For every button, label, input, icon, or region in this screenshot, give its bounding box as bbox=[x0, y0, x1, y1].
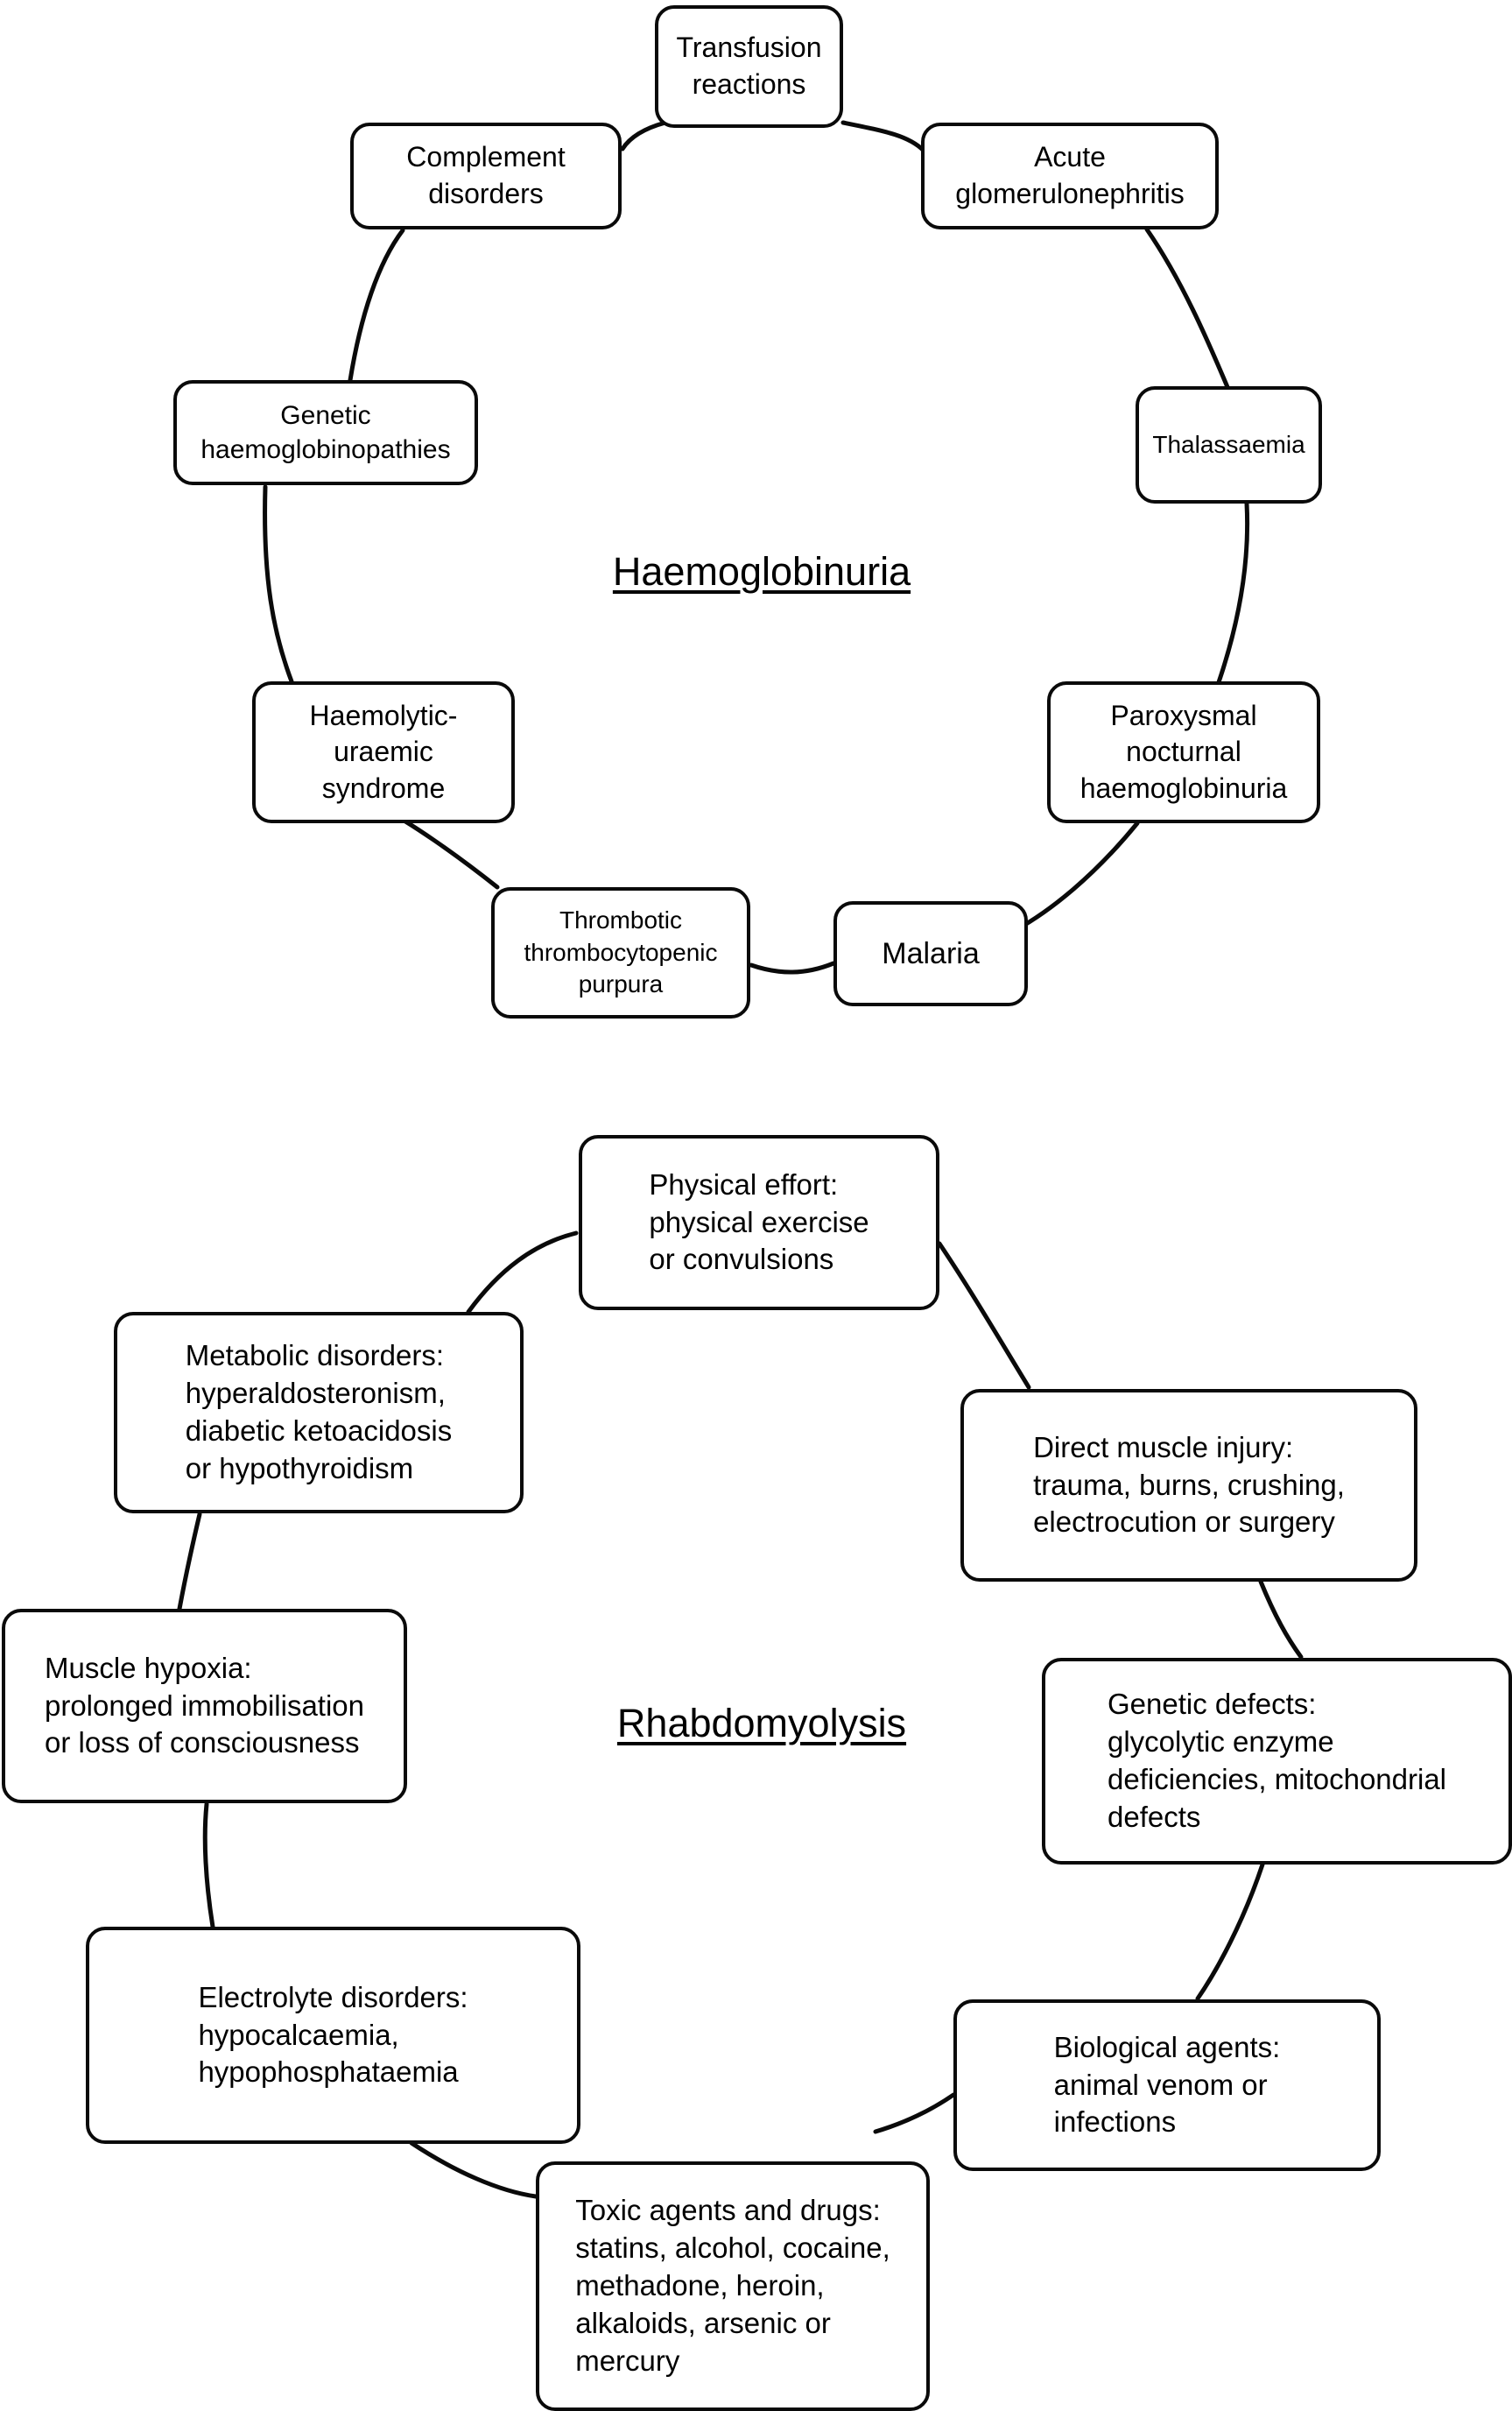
node-transfusion-reactions[interactable]: Transfusion reactions bbox=[655, 5, 843, 128]
edge-biological-to-toxic bbox=[873, 2092, 956, 2134]
edge-transfusion-to-acute bbox=[840, 120, 926, 153]
center-title-rhabdomyolysis: Rhabdomyolysis bbox=[616, 1701, 907, 1745]
node-label: Malaria bbox=[882, 936, 980, 970]
edge-physical-to-direct bbox=[937, 1241, 1031, 1390]
node-toxic-agents-and-drugs[interactable]: Toxic agents and drugs: statins, alcohol… bbox=[536, 2161, 930, 2411]
edge-genetic-defects-to-biological bbox=[1195, 1862, 1265, 2001]
node-metabolic-disorders[interactable]: Metabolic disorders: hyperaldosteronism,… bbox=[114, 1312, 524, 1513]
node-label: Haemolytic- uraemic syndrome bbox=[309, 699, 458, 804]
edge-complement-to-transfusion bbox=[620, 120, 668, 152]
edge-thalassaemia-to-paroxysmal bbox=[1216, 501, 1250, 685]
node-label: Metabolic disorders: hyperaldosteronism,… bbox=[185, 1339, 453, 1484]
node-genetic-haemoglobinopathies[interactable]: Genetic haemoglobinopathies bbox=[173, 380, 478, 485]
node-direct-muscle-injury[interactable]: Direct muscle injury: trauma, burns, cru… bbox=[960, 1389, 1417, 1582]
center-title-haemoglobinuria: Haemoglobinuria bbox=[612, 549, 911, 594]
node-genetic-defects[interactable]: Genetic defects: glycolytic enzyme defic… bbox=[1042, 1658, 1512, 1865]
node-label: Toxic agents and drugs: statins, alcohol… bbox=[575, 2194, 890, 2377]
node-label: Acute glomerulonephritis bbox=[955, 141, 1185, 209]
node-label: Complement disorders bbox=[406, 141, 566, 209]
edge-muscle-to-metabolic bbox=[177, 1512, 202, 1611]
node-label: Electrolyte disorders: hypocalcaemia, hy… bbox=[198, 1980, 468, 2089]
node-paroxysmal-nocturnal-haemoglobinuria[interactable]: Paroxysmal nocturnal haemoglobinuria bbox=[1047, 681, 1320, 823]
node-label: Direct muscle injury: trauma, burns, cru… bbox=[1033, 1430, 1345, 1539]
edge-toxic-to-electrolyte bbox=[409, 2140, 538, 2199]
edge-electrolyte-to-muscle bbox=[202, 1801, 215, 1929]
node-label: Biological agents: animal venom or infec… bbox=[1053, 2030, 1281, 2139]
node-label: Paroxysmal nocturnal haemoglobinuria bbox=[1079, 699, 1288, 804]
node-label: Physical effort: physical exercise or co… bbox=[649, 1167, 869, 1276]
edge-metabolic-to-physical bbox=[466, 1230, 579, 1315]
edge-genetic-to-complement bbox=[348, 228, 405, 383]
edge-direct-to-genetic-defects bbox=[1258, 1579, 1304, 1660]
node-label: Thrombotic thrombocytopenic purpura bbox=[524, 906, 718, 998]
node-label: Transfusion reactions bbox=[676, 32, 822, 100]
node-physical-effort[interactable]: Physical effort: physical exercise or co… bbox=[579, 1135, 939, 1310]
node-label: Thalassaemia bbox=[1152, 430, 1305, 458]
node-haemolytic-uraemic-syndrome[interactable]: Haemolytic- uraemic syndrome bbox=[252, 681, 515, 823]
node-electrolyte-disorders[interactable]: Electrolyte disorders: hypocalcaemia, hy… bbox=[86, 1927, 580, 2144]
edge-acute-to-thalassaemia bbox=[1144, 227, 1230, 390]
edge-haemolytic-to-genetic bbox=[263, 484, 294, 684]
node-label: Genetic haemoglobinopathies bbox=[200, 401, 451, 464]
node-label: Genetic defects: glycolytic enzyme defic… bbox=[1107, 1688, 1447, 1833]
node-label: Muscle hypoxia: prolonged immobilisation… bbox=[44, 1651, 365, 1759]
edge-malaria-to-ttp bbox=[749, 961, 836, 975]
node-malaria[interactable]: Malaria bbox=[833, 901, 1028, 1006]
node-biological-agents[interactable]: Biological agents: animal venom or infec… bbox=[953, 1999, 1381, 2171]
node-acute-glomerulonephritis[interactable]: Acute glomerulonephritis bbox=[921, 123, 1219, 229]
node-thrombotic-thrombocytopenic-purpura[interactable]: Thrombotic thrombocytopenic purpura bbox=[491, 887, 750, 1019]
edge-paroxysmal-to-malaria bbox=[1013, 821, 1140, 933]
node-muscle-hypoxia[interactable]: Muscle hypoxia: prolonged immobilisation… bbox=[2, 1609, 407, 1803]
node-complement-disorders[interactable]: Complement disorders bbox=[350, 123, 622, 229]
node-thalassaemia[interactable]: Thalassaemia bbox=[1136, 386, 1322, 504]
